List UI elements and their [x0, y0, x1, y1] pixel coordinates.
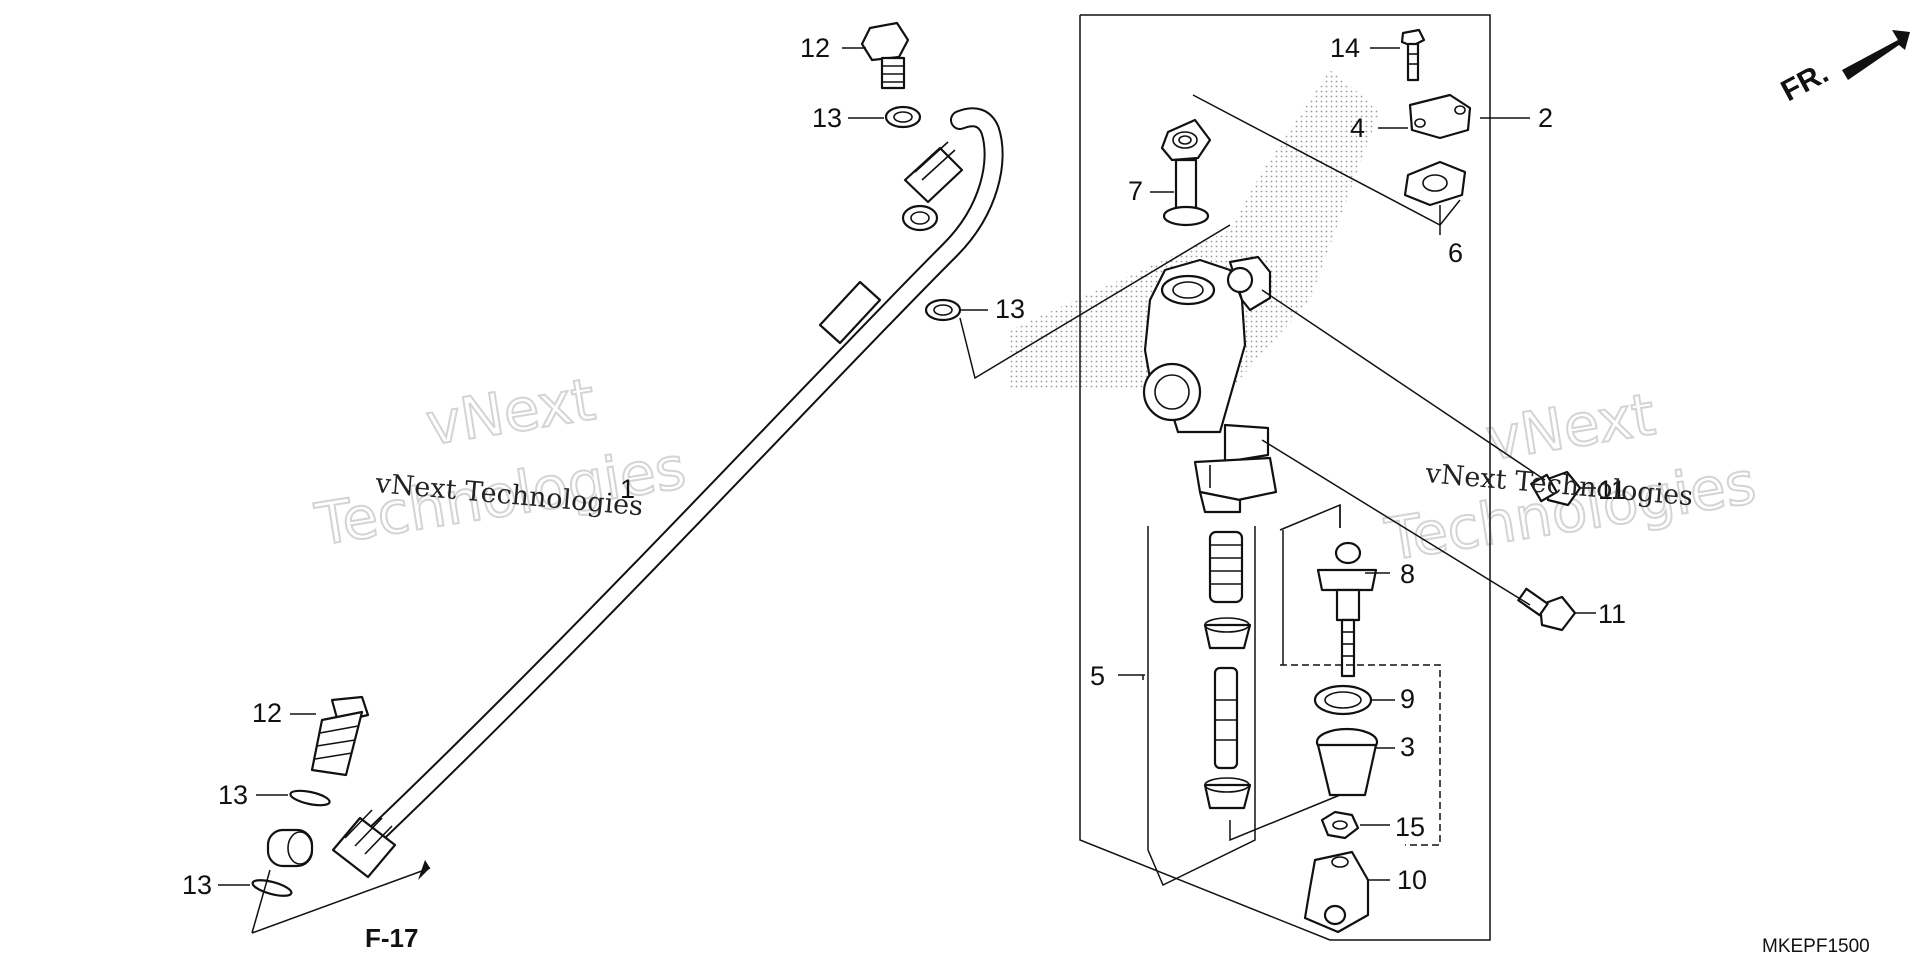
push-rod [1316, 541, 1378, 678]
washer-upper [884, 105, 922, 129]
watermark-left: vNext Technologies [310, 364, 692, 560]
callout-13-middle: 13 [995, 294, 1025, 324]
diagram-code: MKEPF1500 [1762, 936, 1870, 957]
boot [1315, 727, 1379, 797]
push-rod-joint [1303, 850, 1370, 934]
callout-5: 5 [1090, 661, 1105, 691]
circlip [1313, 684, 1373, 716]
piston-kit [1203, 530, 1252, 810]
callout-10: 10 [1397, 865, 1427, 895]
callout-9: 9 [1400, 684, 1415, 714]
callout-6: 6 [1448, 238, 1463, 268]
section-reference: F-17 [365, 923, 418, 953]
callout-13-lower-a: 13 [218, 780, 248, 810]
callout-11-upper: 11 [1598, 475, 1626, 505]
reservoir-cap [1408, 93, 1472, 140]
nut [1320, 810, 1360, 840]
watermark-right-line1: vNext [1482, 380, 1660, 474]
stipple-shading [1010, 70, 1380, 390]
callout-2: 2 [1538, 103, 1553, 133]
callout-8: 8 [1400, 559, 1415, 589]
washer-middle [924, 298, 962, 322]
mounting-bolt-upper [1530, 470, 1582, 507]
callout-12-lower: 12 [252, 698, 282, 728]
callout-12-upper: 12 [800, 33, 830, 63]
callout-1: 1 [620, 474, 635, 504]
callout-13-upper: 13 [812, 103, 842, 133]
callout-14: 14 [1330, 33, 1360, 63]
callout-15: 15 [1395, 812, 1425, 842]
front-direction-arrow: FR. [1776, 30, 1910, 108]
callout-7: 7 [1128, 176, 1143, 206]
kit-box-outline [1079, 14, 1491, 941]
front-direction-label: FR. [1776, 56, 1834, 108]
callout-4: 4 [1350, 113, 1365, 143]
callout-13-lower-b: 13 [182, 870, 212, 900]
oil-bolt-lower [310, 695, 370, 777]
reservoir-joint [1160, 118, 1212, 227]
cap-screw [1400, 28, 1426, 82]
oil-bolt-upper [860, 21, 910, 90]
diaphragm [1403, 160, 1467, 207]
callout-11-lower: 11 [1598, 599, 1626, 629]
master-cylinder-body [1142, 255, 1278, 514]
brake-hose [266, 107, 1004, 879]
reference-arrow-lines [251, 867, 431, 934]
callout-3: 3 [1400, 732, 1415, 762]
mounting-bolt-lower [1517, 587, 1577, 632]
watermark-left-line1: vNext [422, 365, 600, 459]
washer-lower-b [251, 879, 293, 897]
washer-lower-a [289, 789, 331, 807]
